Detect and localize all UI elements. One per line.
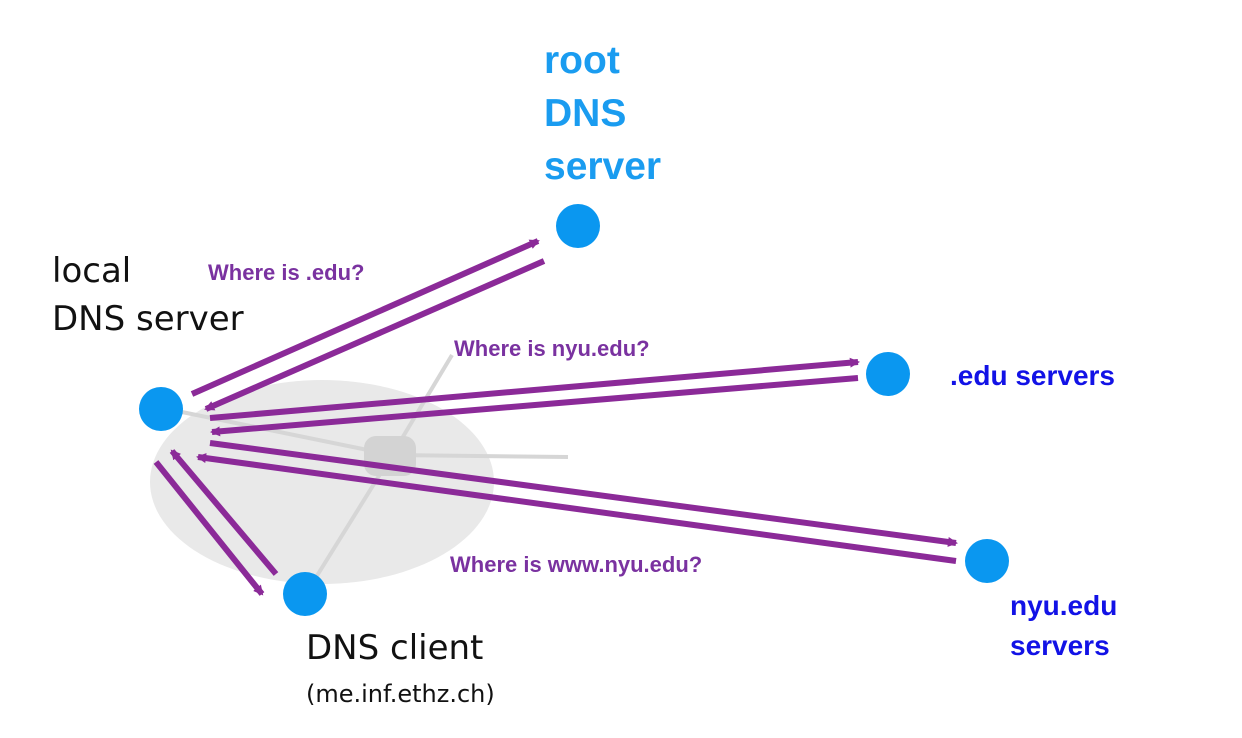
edu-servers-label: .edu servers xyxy=(950,360,1115,391)
query-arrow-client xyxy=(169,449,279,576)
nyu-server-node xyxy=(965,539,1009,583)
edu-server-node xyxy=(866,352,910,396)
reply-arrow-root xyxy=(204,258,546,412)
dns-client-node xyxy=(283,572,327,616)
local-dns-node xyxy=(139,387,183,431)
root-label-line-1: root xyxy=(544,39,620,82)
root-label-line-2: DNS xyxy=(544,92,627,135)
nodes xyxy=(139,204,1009,616)
arrows xyxy=(153,238,958,596)
query-arrow-edu xyxy=(209,357,860,421)
root-server-node xyxy=(556,204,600,248)
query-label-edu: Where is nyu.edu? xyxy=(454,336,650,361)
answer-arrow-client xyxy=(153,460,265,596)
local-label-line-2: DNS server xyxy=(52,299,244,339)
nyu-label-line-2: servers xyxy=(1010,630,1110,661)
root-label-line-3: server xyxy=(544,145,662,188)
local-label-line-1: local xyxy=(52,251,132,291)
query-arrow-root xyxy=(190,238,540,397)
network-link xyxy=(391,453,569,459)
query-arrow-nyu xyxy=(209,440,958,547)
dns-client-label: DNS client xyxy=(306,628,484,668)
reply-arrow-edu xyxy=(210,375,859,437)
dns-client-host: (me.inf.ethz.ch) xyxy=(306,680,495,708)
query-label-nyu: Where is www.nyu.edu? xyxy=(450,552,703,577)
query-label-root: Where is .edu? xyxy=(208,260,365,285)
network-link xyxy=(171,408,393,457)
nyu-label-line-1: nyu.edu xyxy=(1010,590,1118,621)
network-link xyxy=(303,453,394,597)
reply-arrow-nyu xyxy=(196,453,957,564)
